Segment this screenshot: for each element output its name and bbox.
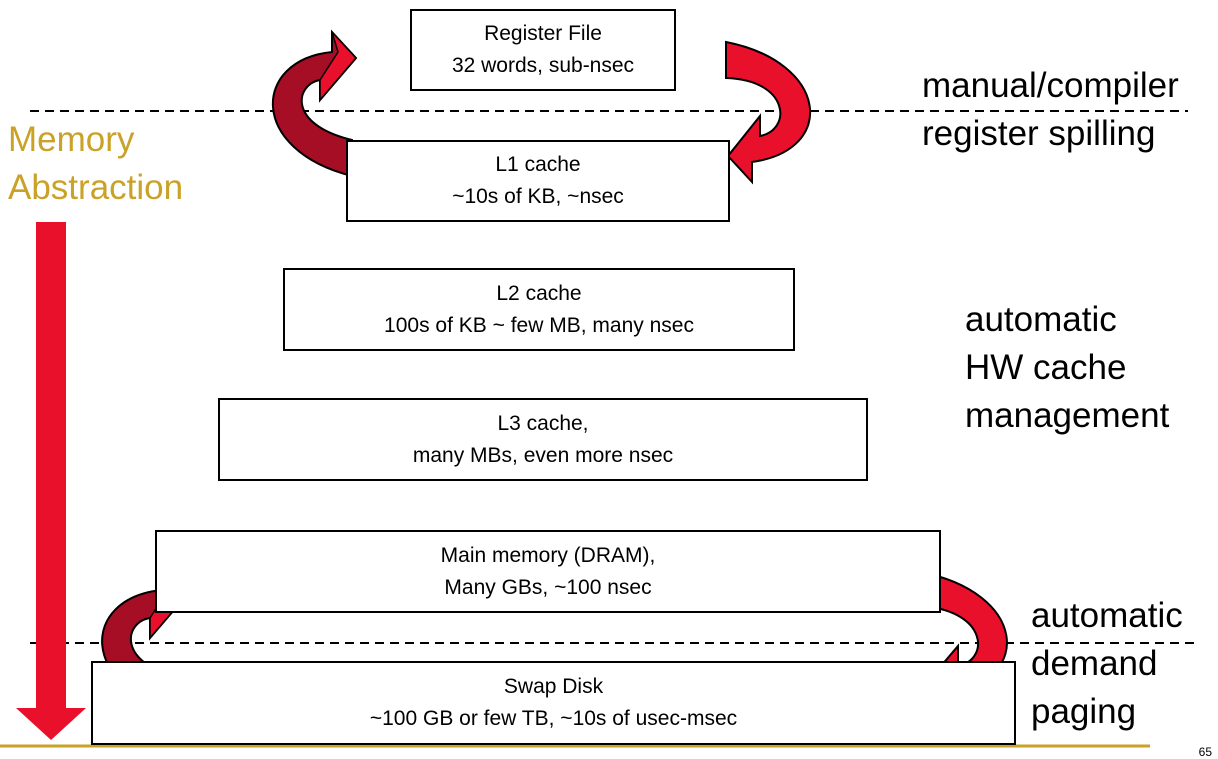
- l2-cache-name: L2 cache: [496, 281, 582, 305]
- register-file-detail: 32 words, sub-nsec: [451, 54, 635, 77]
- memory-abstraction-line2: Abstraction: [8, 168, 184, 207]
- spill-label-line1: manual/compiler: [922, 66, 1179, 105]
- l1-cache-name: L1 cache: [495, 153, 581, 176]
- curved-arrow-l1-to-register: [271, 29, 358, 178]
- hw-cache-label-line1: automatic: [965, 300, 1117, 339]
- swap-disk-box: Swap Disk ~100 GB or few TB, ~10s of use…: [91, 661, 1016, 745]
- l1-cache-detail: ~10s of KB, ~nsec: [452, 185, 624, 208]
- memory-abstraction-label: Memory Abstraction: [8, 116, 183, 212]
- swap-disk-name: Swap Disk: [503, 675, 604, 698]
- register-file-name: Register File: [484, 22, 602, 45]
- paging-label-line2: demand: [1031, 644, 1158, 683]
- main-memory-detail: Many GBs, ~100 nsec: [444, 575, 652, 599]
- l1-cache-box: L1 cache ~10s of KB, ~nsec: [346, 140, 730, 222]
- l2-cache-detail: 100s of KB ~ few MB, many nsec: [384, 313, 694, 337]
- paging-label-line3: paging: [1031, 692, 1137, 731]
- main-memory-name: Main memory (DRAM),: [440, 543, 656, 567]
- page-number: 65: [1198, 745, 1212, 759]
- swap-disk-detail: ~100 GB or few TB, ~10s of usec-msec: [369, 707, 738, 730]
- hw-cache-label: automatic HW cache management: [965, 296, 1169, 440]
- l3-cache-detail: many MBs, even more nsec: [412, 443, 674, 467]
- l2-cache-box: L2 cache 100s of KB ~ few MB, many nsec: [283, 268, 795, 351]
- hw-cache-label-line3: management: [965, 396, 1170, 435]
- spill-label-line2: register spilling: [922, 114, 1156, 153]
- memory-abstraction-line1: Memory: [8, 120, 135, 159]
- main-memory-box: Main memory (DRAM), Many GBs, ~100 nsec: [155, 530, 941, 613]
- abstraction-arrow: [16, 222, 86, 740]
- l3-cache-name: L3 cache,: [497, 411, 589, 435]
- spill-label: manual/compiler register spilling: [922, 62, 1179, 158]
- curved-arrow-register-to-l1: [725, 40, 812, 185]
- l3-cache-box: L3 cache, many MBs, even more nsec: [218, 398, 868, 481]
- paging-label: automatic demand paging: [1031, 592, 1183, 736]
- paging-label-line1: automatic: [1031, 596, 1183, 635]
- register-file-box: Register File 32 words, sub-nsec: [410, 9, 676, 91]
- hw-cache-label-line2: HW cache: [965, 348, 1127, 387]
